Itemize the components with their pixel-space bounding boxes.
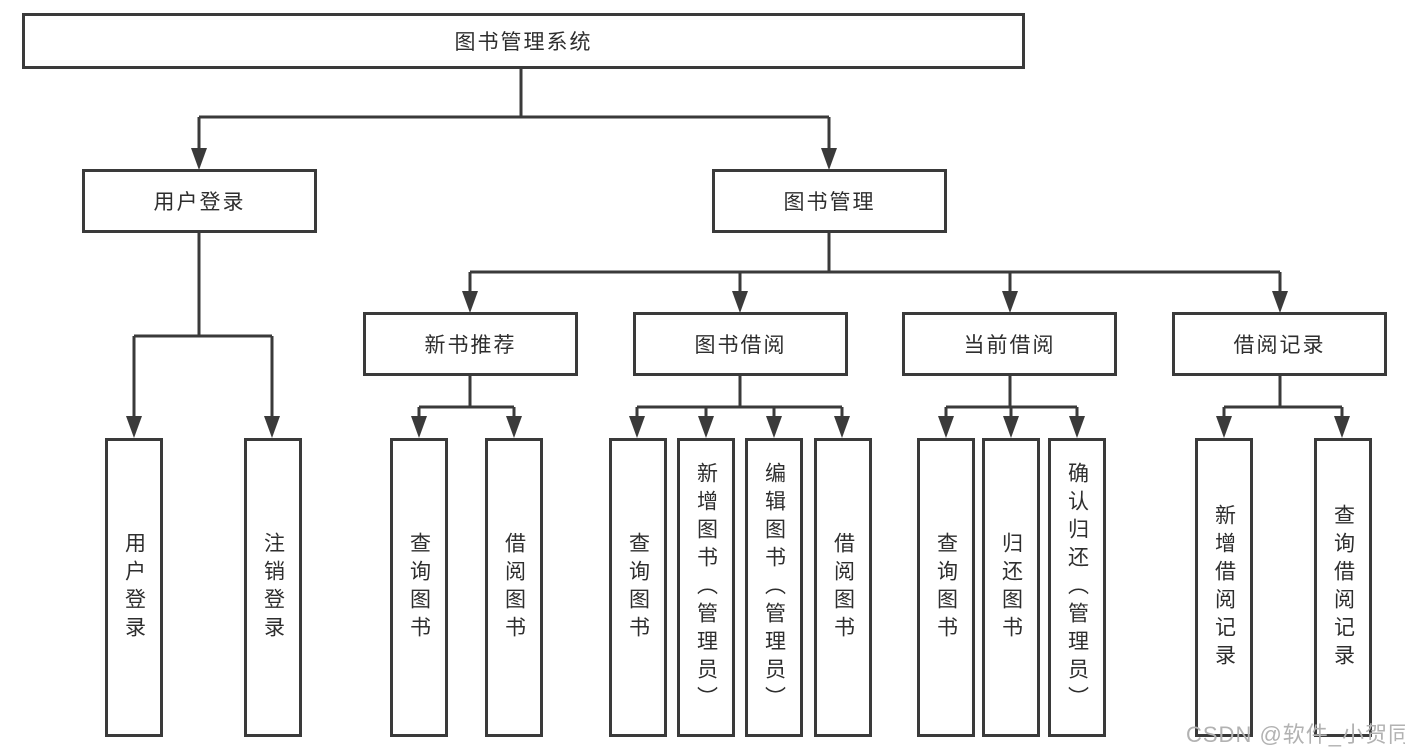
leaf-user-login: 用户登录 [105, 438, 163, 737]
leaf-label: 借阅图书 [831, 531, 855, 644]
node-label: 图书管理 [783, 191, 876, 214]
leaf-return-books: 归还图书 [982, 438, 1040, 737]
node-book-management: 图书管理 [712, 169, 947, 233]
node-library-management-system: 图书管理系统 [22, 13, 1025, 69]
node-current-borrowing: 当前借阅 [902, 312, 1117, 376]
leaf-label: 查询借阅记录 [1331, 503, 1355, 672]
leaf-label: 注销登录 [261, 531, 285, 644]
leaf-query-books-3: 查询图书 [917, 438, 975, 737]
node-label: 图书管理系统 [454, 31, 593, 54]
leaf-label: 归还图书 [999, 531, 1023, 644]
leaf-edit-books-admin: 编辑图书（管理员） [745, 438, 803, 737]
node-user-login-group: 用户登录 [82, 169, 317, 233]
node-label: 借阅记录 [1233, 334, 1326, 357]
leaf-query-borrow-record: 查询借阅记录 [1314, 438, 1372, 737]
leaf-add-borrow-record: 新增借阅记录 [1195, 438, 1253, 737]
leaf-label: 借阅图书 [502, 531, 526, 644]
leaf-label: 新增图书（管理员） [694, 461, 718, 714]
leaf-add-books-admin: 新增图书（管理员） [677, 438, 735, 737]
node-label: 图书借阅 [694, 334, 787, 357]
leaf-borrow-books-2: 借阅图书 [814, 438, 872, 737]
leaf-borrow-books-1: 借阅图书 [485, 438, 543, 737]
leaf-label: 用户登录 [122, 531, 146, 644]
node-label: 新书推荐 [424, 334, 517, 357]
leaf-label: 确认归还（管理员） [1065, 461, 1089, 714]
leaf-label: 查询图书 [626, 531, 650, 644]
leaf-label: 新增借阅记录 [1212, 503, 1236, 672]
leaf-query-books-1: 查询图书 [390, 438, 448, 737]
leaf-label: 查询图书 [934, 531, 958, 644]
leaf-query-books-2: 查询图书 [609, 438, 667, 737]
node-label: 当前借阅 [963, 334, 1056, 357]
connector-paths [132, 69, 1344, 434]
watermark: CSDN @软件_小贺同学 [1186, 722, 1405, 747]
leaf-label: 编辑图书（管理员） [762, 461, 786, 714]
node-book-borrowing: 图书借阅 [633, 312, 848, 376]
leaf-label: 查询图书 [407, 531, 431, 644]
leaf-confirm-return-admin: 确认归还（管理员） [1048, 438, 1106, 737]
node-new-book-recommend: 新书推荐 [363, 312, 578, 376]
leaf-logout: 注销登录 [244, 438, 302, 737]
node-label: 用户登录 [153, 191, 246, 214]
node-borrowing-records: 借阅记录 [1172, 312, 1387, 376]
